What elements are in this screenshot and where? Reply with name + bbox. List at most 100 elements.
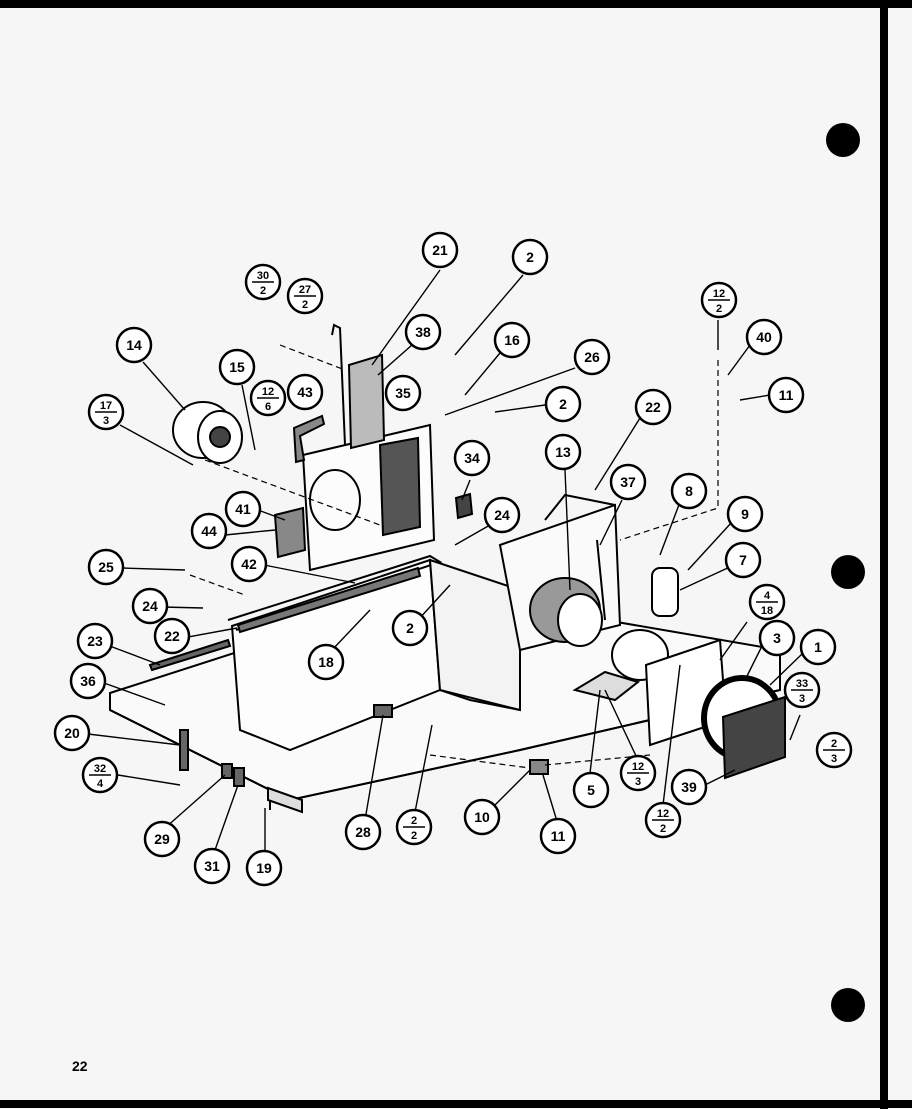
callout-number: 2 bbox=[411, 815, 417, 827]
callout-c34: 34 bbox=[453, 439, 491, 477]
callout-number: 15 bbox=[229, 359, 245, 375]
leader-11b bbox=[739, 394, 771, 401]
callout-c12-2b: 122 bbox=[700, 281, 738, 319]
leader-2-2 bbox=[414, 724, 433, 813]
callout-c39: 39 bbox=[670, 768, 708, 806]
post-37 bbox=[596, 539, 606, 621]
callout-circle bbox=[726, 495, 764, 533]
callout-number: 13 bbox=[555, 444, 571, 460]
callout-circle bbox=[463, 798, 501, 836]
callout-c11b: 11 bbox=[767, 376, 805, 414]
callout-quantity: 3 bbox=[635, 776, 641, 788]
leader-41 bbox=[257, 509, 286, 521]
leader-8 bbox=[659, 501, 681, 556]
leader-12-2a bbox=[662, 664, 681, 806]
callout-number: 12 bbox=[262, 386, 274, 398]
callout-number: 28 bbox=[355, 824, 371, 840]
leader-36 bbox=[103, 682, 166, 706]
callout-c16: 16 bbox=[493, 321, 531, 359]
callout-c24b: 24 bbox=[131, 587, 169, 625]
callout-c2-3: 23 bbox=[815, 731, 853, 769]
clip-29 bbox=[221, 763, 233, 779]
leader-22a bbox=[594, 417, 641, 491]
callout-quantity: 3 bbox=[831, 753, 837, 765]
coil-fins bbox=[378, 436, 422, 537]
callout-number: 32 bbox=[94, 763, 106, 775]
leader-9 bbox=[687, 521, 733, 571]
leader-22b bbox=[187, 627, 238, 638]
page-number: 22 bbox=[72, 1058, 88, 1074]
callout-number: 12 bbox=[713, 288, 725, 300]
callout-circle bbox=[609, 463, 647, 501]
callout-number: 26 bbox=[584, 349, 600, 365]
callout-c7: 7 bbox=[724, 541, 762, 579]
callout-c22a: 22 bbox=[634, 388, 672, 426]
motor-14-hub bbox=[209, 426, 231, 448]
callout-number: 11 bbox=[779, 387, 794, 403]
callout-c1: 1 bbox=[799, 628, 837, 666]
callout-circle bbox=[384, 374, 422, 412]
callout-c27-2: 272 bbox=[286, 277, 324, 315]
callout-circle bbox=[218, 348, 256, 386]
callout-number: 24 bbox=[142, 598, 158, 614]
callout-circle bbox=[493, 321, 531, 359]
callout-c17-3: 173 bbox=[87, 393, 125, 431]
callout-c14: 14 bbox=[115, 326, 153, 364]
callout-c21: 21 bbox=[421, 231, 459, 269]
leader-29 bbox=[164, 774, 226, 829]
callout-c28: 28 bbox=[344, 813, 382, 851]
callout-quantity: 4 bbox=[97, 778, 104, 790]
leader-2b bbox=[494, 404, 546, 413]
callout-c12-6: 126 bbox=[249, 379, 287, 417]
right-wall-top bbox=[544, 493, 616, 521]
dash-10 bbox=[429, 754, 531, 769]
leader-38 bbox=[377, 344, 413, 376]
callout-number: 12 bbox=[632, 761, 644, 773]
callout-circle bbox=[767, 376, 805, 414]
callout-quantity: 2 bbox=[660, 823, 666, 835]
dash-screws bbox=[279, 344, 346, 371]
callout-number: 24 bbox=[494, 507, 510, 523]
callout-circle bbox=[745, 318, 783, 356]
leader-11a bbox=[542, 774, 557, 819]
callout-number: 10 bbox=[474, 809, 490, 825]
callout-circle bbox=[404, 313, 442, 351]
filter-38 bbox=[347, 353, 386, 450]
callout-circle bbox=[758, 619, 796, 657]
callout-number: 25 bbox=[98, 559, 114, 575]
callout-circle bbox=[344, 813, 382, 851]
callout-quantity: 2 bbox=[260, 285, 266, 297]
callout-c8: 8 bbox=[670, 472, 708, 510]
callout-c5: 5 bbox=[572, 771, 610, 809]
callout-circle bbox=[670, 472, 708, 510]
callout-c22b: 22 bbox=[153, 617, 191, 655]
callout-c41: 41 bbox=[224, 490, 262, 528]
callout-number: 8 bbox=[685, 483, 693, 499]
clip-31 bbox=[233, 767, 245, 787]
callout-circle bbox=[724, 541, 762, 579]
callout-number: 7 bbox=[739, 552, 747, 568]
callout-c26: 26 bbox=[573, 338, 611, 376]
callout-number: 43 bbox=[297, 384, 313, 400]
callout-number: 39 bbox=[681, 779, 697, 795]
leader-15 bbox=[241, 384, 256, 451]
callout-circle bbox=[230, 545, 268, 583]
leader-12-3 bbox=[604, 689, 638, 759]
callout-circle bbox=[131, 587, 169, 625]
unit-drawing bbox=[109, 323, 786, 814]
capacitor-7 bbox=[651, 567, 679, 617]
leader-14 bbox=[142, 361, 186, 411]
insulation-44 bbox=[273, 506, 307, 559]
leader-24a bbox=[454, 524, 491, 546]
dash-motor-coil bbox=[204, 459, 381, 526]
strip-20 bbox=[179, 729, 189, 771]
callout-circle bbox=[193, 847, 231, 885]
callout-number: 33 bbox=[796, 678, 808, 690]
leader-37 bbox=[599, 499, 623, 546]
callout-circle bbox=[421, 231, 459, 269]
callout-circle bbox=[539, 817, 577, 855]
callout-circle bbox=[573, 338, 611, 376]
callout-quantity: 18 bbox=[761, 605, 773, 617]
callout-circle bbox=[307, 643, 345, 681]
